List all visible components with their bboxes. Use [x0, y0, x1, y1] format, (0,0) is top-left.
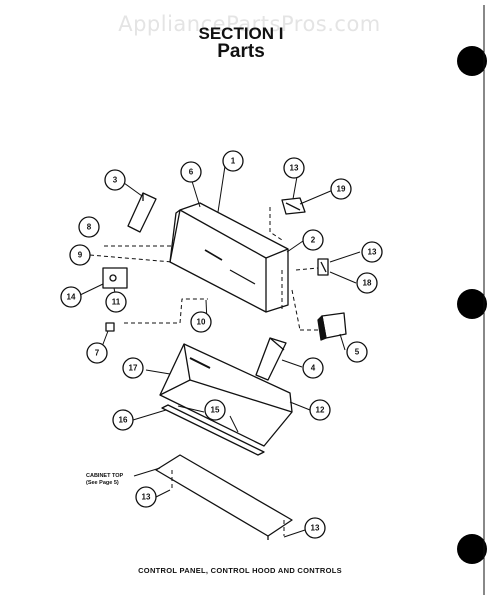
right-end-cap-part	[255, 337, 287, 381]
callout-9: 9	[69, 244, 91, 266]
callout-16: 16	[112, 409, 134, 431]
svg-text:13: 13	[311, 524, 320, 533]
svg-text:16: 16	[119, 416, 128, 425]
svg-text:18: 18	[363, 279, 372, 288]
trim-strip-part	[161, 404, 265, 456]
bracket-part	[281, 197, 306, 215]
svg-text:19: 19	[337, 185, 346, 194]
section-heading: SECTION I	[198, 24, 284, 43]
svg-text:7: 7	[95, 349, 100, 358]
svg-text:3: 3	[113, 176, 118, 185]
svg-text:15: 15	[211, 406, 220, 415]
callout-18: 18	[356, 272, 378, 294]
timer-switch-part	[317, 312, 347, 341]
callout-6: 6	[180, 161, 202, 183]
callout-7: 7	[86, 342, 108, 364]
callout-12: 12	[309, 399, 331, 421]
svg-text:9: 9	[78, 251, 83, 260]
callout-3: 3	[104, 169, 126, 191]
cabinet-top-part	[155, 454, 293, 540]
watermark: AppliancePartsPros.com	[118, 12, 381, 36]
binder-hole-middle	[457, 289, 487, 319]
callout-5: 5	[346, 341, 368, 363]
cabinet-top-reference: (See Page 5)	[86, 480, 119, 486]
callout-19: 19	[330, 178, 352, 200]
callout-2: 2	[302, 229, 324, 251]
callout-4: 4	[302, 357, 324, 379]
cabinet-top-note: CABINET TOP (See Page 5)	[86, 473, 123, 487]
callout-13-d: 13	[304, 517, 326, 539]
binder-hole-top	[457, 46, 487, 76]
binder-hole-bottom	[457, 534, 487, 564]
callout-13-c: 13	[135, 486, 157, 508]
svg-text:4: 4	[311, 364, 316, 373]
svg-text:1: 1	[231, 157, 236, 166]
callout-17: 17	[122, 357, 144, 379]
svg-text:12: 12	[316, 406, 325, 415]
callout-11: 11	[105, 291, 127, 313]
svg-text:5: 5	[355, 348, 360, 357]
callout-13-b: 13	[283, 157, 305, 179]
page-title: Parts	[217, 41, 265, 62]
callout-10: 10	[190, 311, 212, 333]
svg-text:10: 10	[197, 318, 206, 327]
switch-box-part	[102, 267, 128, 289]
cabinet-top-label: CABINET TOP	[86, 473, 124, 479]
svg-text:14: 14	[67, 293, 76, 302]
callout-15: 15	[204, 399, 226, 421]
control-panel-part	[169, 202, 289, 313]
svg-text:8: 8	[87, 223, 92, 232]
callout-13-a: 13	[361, 241, 383, 263]
knob-part	[317, 258, 329, 276]
svg-text:6: 6	[189, 168, 194, 177]
callout-14: 14	[60, 286, 82, 308]
left-end-cap-part	[127, 192, 157, 233]
svg-text:13: 13	[368, 248, 377, 257]
svg-text:13: 13	[142, 493, 151, 502]
svg-text:13: 13	[290, 164, 299, 173]
svg-text:17: 17	[129, 364, 138, 373]
figure-caption: CONTROL PANEL, CONTROL HOOD AND CONTROLS	[138, 566, 342, 575]
grommet-part	[105, 322, 115, 332]
callout-1: 1	[222, 150, 244, 172]
callout-8: 8	[78, 216, 100, 238]
svg-text:11: 11	[112, 298, 121, 307]
control-hood-part	[159, 343, 293, 447]
svg-text:2: 2	[311, 236, 316, 245]
